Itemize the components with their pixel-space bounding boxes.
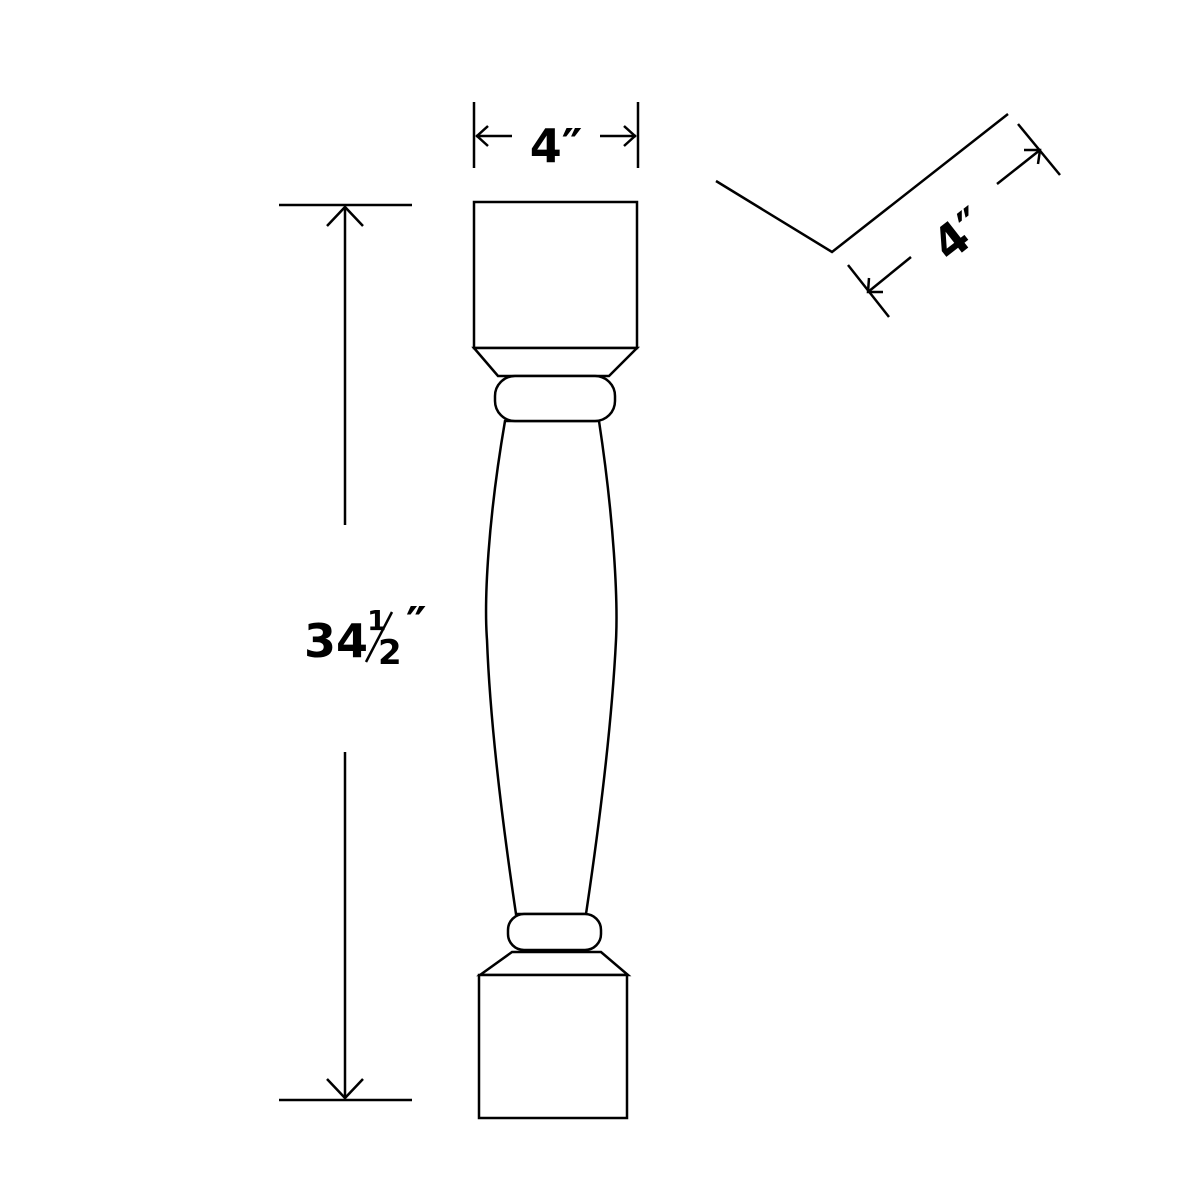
height-label-whole: 34 (304, 614, 368, 668)
depth-dimension: 4″ (715, 113, 1061, 318)
top-bead (493, 374, 617, 423)
width-label: 4″ (530, 119, 583, 173)
shaft (484, 419, 618, 916)
top-chamfer (471, 346, 641, 378)
height-label-unit: ″ (406, 597, 427, 651)
height-dimension: 34 1 2 ″ (279, 203, 427, 1102)
column-leg-drawing (471, 200, 641, 1120)
bottom-chamfer (476, 950, 632, 977)
fraction-slash (364, 611, 394, 663)
bottom-bead (506, 912, 603, 952)
depth-label: 4″ (922, 197, 997, 272)
top-corner-outline (715, 113, 1009, 254)
bottom-block (477, 973, 629, 1120)
height-label-numerator: 1 (367, 604, 386, 637)
height-label-denominator: 2 (378, 633, 402, 673)
top-block (472, 200, 639, 350)
width-dimension: 4″ (472, 102, 640, 173)
